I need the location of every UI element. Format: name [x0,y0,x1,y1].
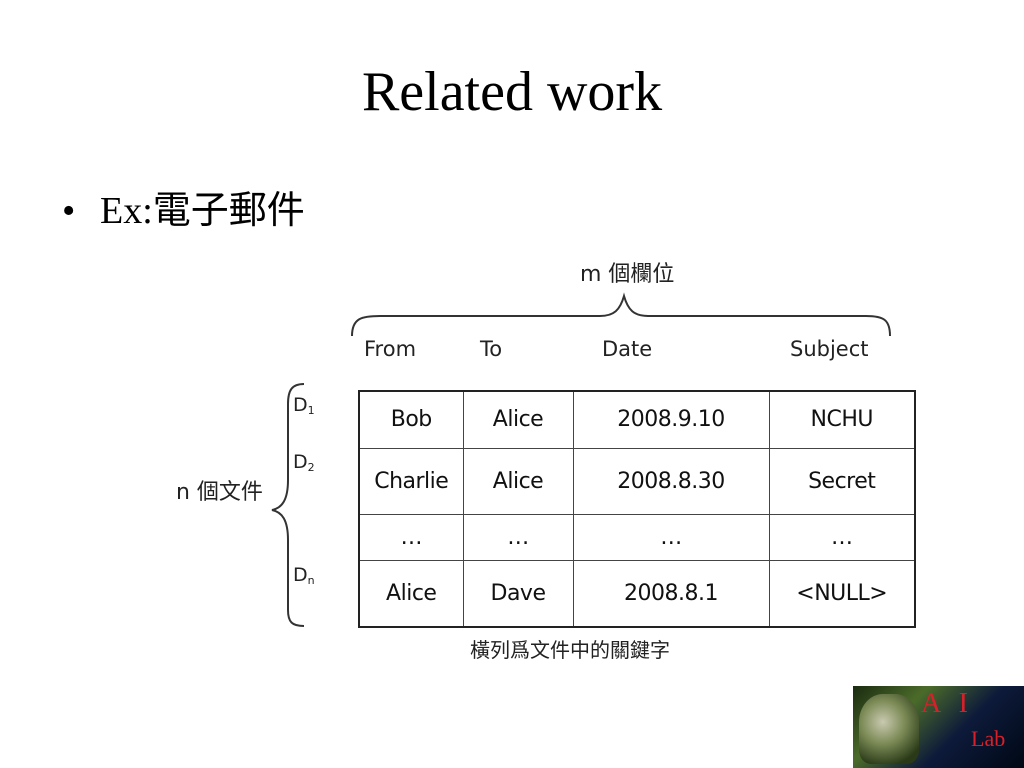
table-cell: … [768,513,916,561]
robot-icon [859,694,919,764]
table-row: Bob Alice 2008.9.10 NCHU [358,390,916,449]
column-header-subject: Subject [790,337,869,361]
table-cell: … [358,513,464,561]
logo-text-lab: Lab [971,726,1006,751]
m-fields-label: m 個欄位 [580,262,675,287]
row-label-dn: Dn [293,564,315,587]
table-cell: Dave [462,559,574,628]
top-brace [351,292,891,337]
table-cell: 2008.8.30 [572,447,770,515]
table-row: Alice Dave 2008.8.1 <NULL> [358,559,916,628]
table-cell: Alice [462,390,574,449]
table-cell: NCHU [768,390,916,449]
table-cell: Alice [358,559,464,628]
bullet-dot-icon: • [62,190,76,232]
table-cell: 2008.8.1 [572,559,770,628]
logo-text-ai: A I [921,688,974,719]
table-cell: Alice [462,447,574,515]
column-header-date: Date [602,337,653,361]
table-cell: Charlie [358,447,464,515]
bullet-text: Ex:電子郵件 [100,190,305,232]
table-row: … … … … [358,513,916,561]
column-header-to: To [480,337,503,361]
table-cell: … [572,513,770,561]
row-label-d1: D1 [293,394,315,417]
table-cell: … [462,513,574,561]
table-cell: Secret [768,447,916,515]
row-label-d2: D2 [293,451,315,474]
bullet-item: • Ex:電子郵件 [62,192,305,230]
page-title: Related work [361,61,663,123]
table-row: Charlie Alice 2008.8.30 Secret [358,447,916,515]
table-cell: 2008.9.10 [572,390,770,449]
column-header-from: From [364,337,417,361]
email-table: Bob Alice 2008.9.10 NCHU Charlie Alice 2… [358,390,916,628]
table-cell: Bob [358,390,464,449]
table-caption: 橫列爲文件中的關鍵字 [470,638,670,662]
left-brace [271,383,305,627]
table-cell: <NULL> [768,559,916,628]
ai-lab-logo: A I Lab [853,686,1024,768]
n-documents-label: n 個文件 [176,480,263,505]
